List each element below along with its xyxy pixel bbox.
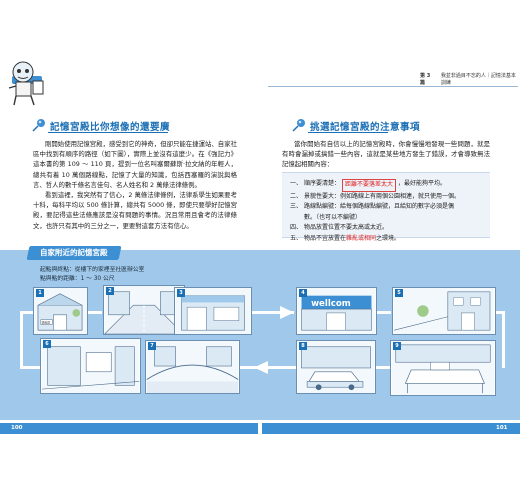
chapter-divider (268, 86, 518, 87)
panel-number: 7 (148, 342, 156, 350)
tips-box: 一、 順序要清楚： 距離不要落差太大 ，最好能夠平均。 二、 景貌性要大：例如路… (282, 172, 490, 242)
route-panel-8: 8 (296, 340, 376, 394)
gate-scene-icon: 鎮社區 (34, 288, 87, 334)
tip-item: 二、 景貌性要大：例如路線上有兩個公園相連，就只使用一個。 (290, 192, 461, 200)
panel-number: 8 (299, 342, 307, 350)
route-distance: 點與點的距離：1 ～ 30 公尺 (40, 276, 115, 282)
flow-connector (496, 311, 504, 314)
left-body-text: 剛開始使用記憶宮殿，感受到它的神奇，但卻只能在捷運站、自家社區中找到有順序的路徑… (33, 139, 237, 231)
chapter-number: 第 3 篇 (420, 73, 431, 86)
flow-connector (376, 366, 390, 369)
left-heading-underline (48, 132, 168, 133)
flow-connector (377, 311, 391, 314)
right-heading-underline (308, 132, 388, 133)
route-info: 起點與終點：從樓下的家裡至社區辦公室 點與點的距離：1 ～ 30 公尺 (40, 266, 144, 284)
panel-number: 2 (106, 287, 114, 295)
route-panel-2: 2 (103, 285, 185, 335)
flow-connector (240, 366, 296, 369)
page-footer-left (0, 423, 258, 434)
route-panel-5: 5 (392, 287, 496, 335)
flow-connector (502, 311, 505, 368)
pushpin-icon (292, 119, 305, 132)
left-paragraph-1: 剛開始使用記憶宮殿，感受到它的神奇，但卻只能在捷運站、自家社區中找到有順序的路徑… (33, 140, 237, 189)
route-start-end: 起點與終點：從樓下的家裡至社區辦公室 (40, 267, 145, 273)
highlight-box: 距離不要落差太大 (342, 179, 397, 192)
bridge-scene-icon (146, 341, 239, 393)
left-paragraph-2: 看到這裡，我突然有了信心，2 萬條法律條例，法律系學生如果要考十科，每科平均以 … (33, 191, 237, 230)
route-panel-4: 4 wellcom (296, 287, 377, 335)
building-corner-icon (394, 288, 494, 334)
chapter-title: 我並非過目不忘的人｜記憶法基本訓練 (440, 73, 516, 86)
left-section-heading: 記憶宮殿比你想像的還要廣 (30, 118, 170, 134)
svg-text:鎮社區: 鎮社區 (42, 319, 51, 324)
page-number-left: 100 (11, 425, 23, 431)
panel-number: 5 (395, 289, 403, 297)
tip-item: 一、 順序要清楚： 距離不要落差太大 ，最好能夠平均。 (290, 179, 482, 192)
parked-car-icon (297, 341, 375, 393)
flow-connector (20, 311, 33, 314)
route-panel-9: 9 (390, 340, 496, 396)
shop-front-icon (175, 288, 251, 334)
convenience-store-icon: wellcom (297, 288, 376, 334)
chapter-header: 第 3 篇 我並非過目不忘的人｜記憶法基本訓練 (420, 73, 520, 86)
flow-connector (88, 311, 102, 314)
tip-item-continued: 數。（也可以不編號） (304, 213, 362, 221)
flow-connector (20, 311, 23, 368)
flow-connector (252, 311, 294, 314)
panel-number: 6 (43, 340, 51, 348)
right-section-heading: 挑選記憶宮殿的注意事項 (290, 118, 420, 134)
right-intro: 當你開始有自信以上的記憶宮殿時，你會慢慢地發現一些問題，就是有時會漏掉或搞錯一些… (282, 140, 490, 169)
route-panel-1: 1 鎮社區 (33, 287, 88, 335)
tip-item: 四、 物品放置位置不要太高或太近。 (290, 224, 389, 231)
right-body-text: 當你開始有自信以上的記憶宮殿時，你會慢慢地發現一些問題，就是有時會漏掉或搞錯一些… (282, 139, 490, 170)
tip-item: 五、 物品不宜放置在 雜亂或相同 之環境。 (290, 234, 482, 245)
route-panel-3: 3 (174, 287, 252, 335)
svg-text:wellcom: wellcom (311, 299, 351, 309)
alley-scene-icon (41, 339, 140, 393)
tip-item: 三、 路線點編號：給每個路線點編號，且給知的數字必須是偶 (290, 203, 455, 210)
panel-number: 3 (177, 289, 185, 297)
pushpin-icon (32, 119, 45, 132)
right-section-title: 挑選記憶宮殿的注意事項 (310, 122, 421, 133)
panel-number: 1 (36, 289, 44, 297)
flow-connector (20, 366, 40, 369)
office-desk-icon (391, 341, 495, 395)
page-footer-right (262, 423, 520, 434)
left-section-title: 記憶宮殿比你想像的還要廣 (50, 122, 171, 133)
arrow-left-icon (254, 361, 268, 374)
arrow-right-icon (280, 306, 294, 319)
page-number-right: 101 (496, 425, 508, 431)
red-emphasis: 雜亂或相同 (346, 234, 377, 242)
mascot-illustration (8, 61, 44, 106)
panel-number: 9 (393, 342, 401, 350)
route-panel-7: 7 (145, 340, 240, 394)
street-scene-icon (104, 286, 184, 334)
route-panel-6: 6 (40, 338, 141, 394)
panel-number: 4 (299, 289, 307, 297)
route-label: 自家附近的記憶宮殿 (26, 246, 121, 260)
